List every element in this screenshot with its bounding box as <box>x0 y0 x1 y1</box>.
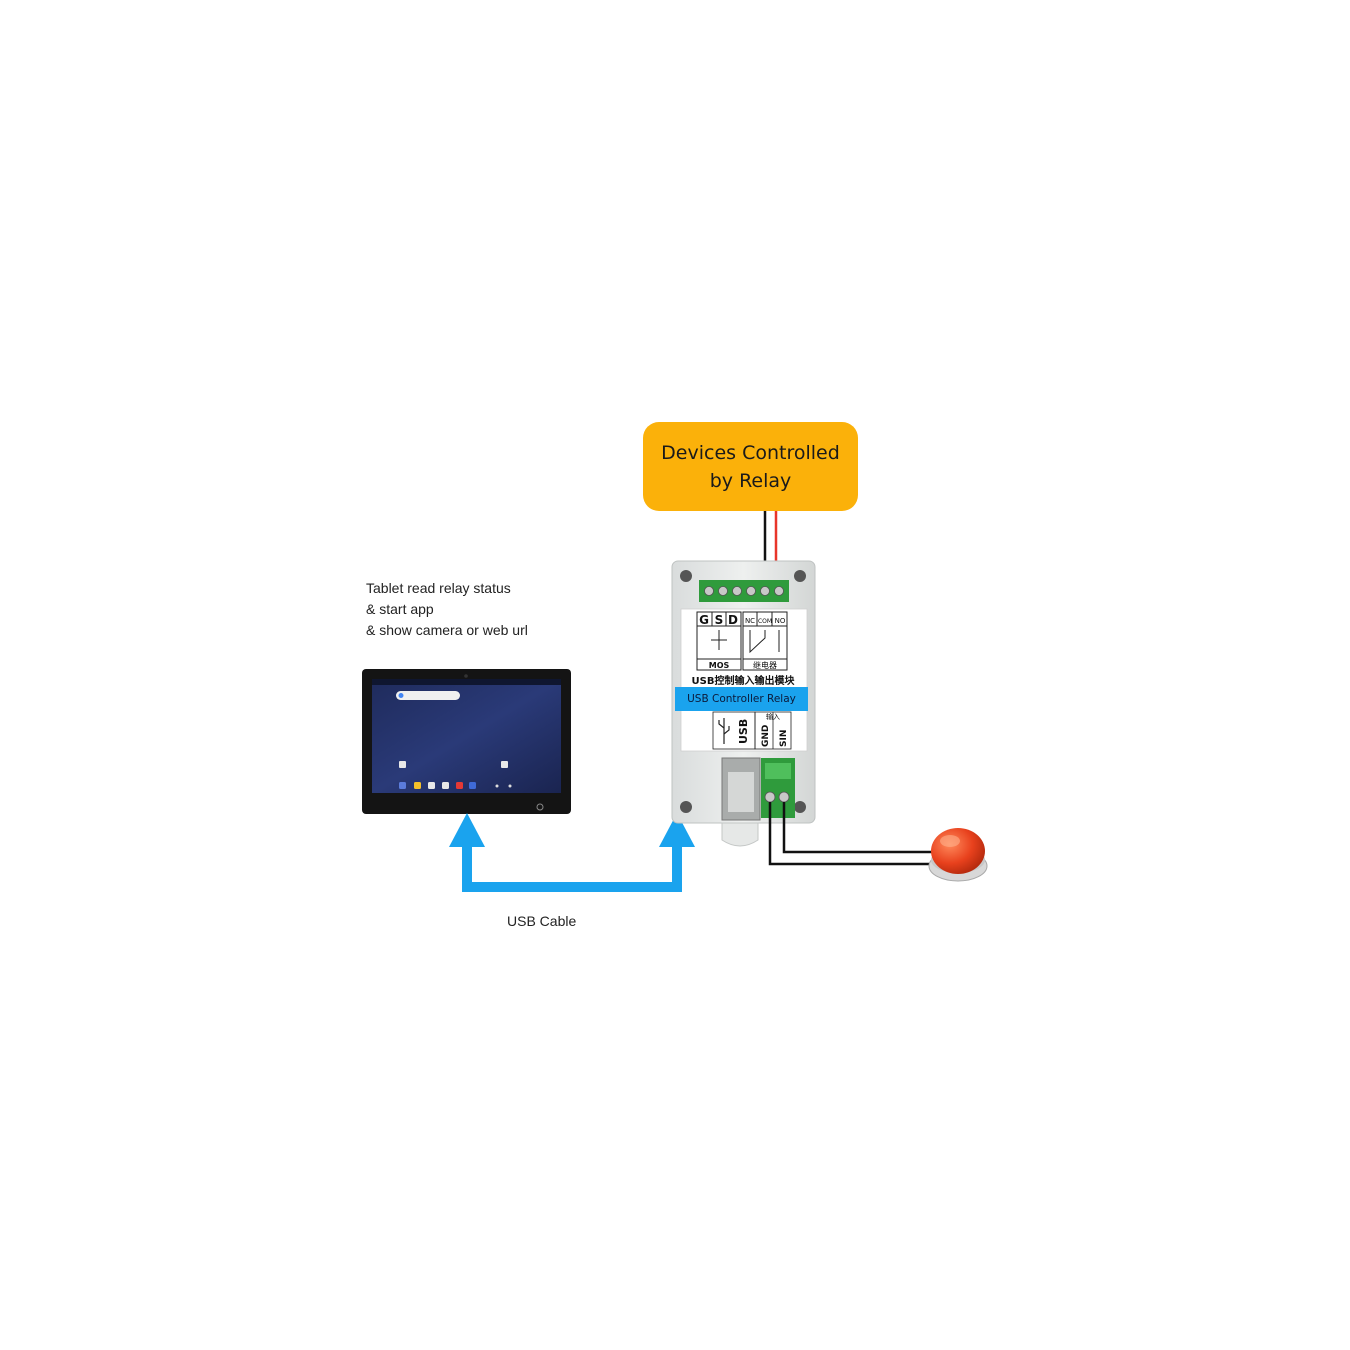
mos-pin-g: G <box>699 613 709 627</box>
usb-cable-label: USB Cable <box>507 913 577 929</box>
relay-pin-no: NO <box>775 617 786 625</box>
usb-icon <box>718 718 730 744</box>
relay-pin-com: COM <box>758 618 772 625</box>
input-label: 输入 <box>766 712 780 721</box>
mos-label: MOS <box>709 661 730 670</box>
tablet-caption: Tablet read relay status & start app & s… <box>366 578 528 641</box>
relay-pin-nc: NC <box>745 617 755 625</box>
usb-arrowheads <box>449 813 695 847</box>
input-wires <box>768 802 933 866</box>
usb-cable-arrow <box>462 843 682 892</box>
usb-controller-relay-banner: USB Controller Relay <box>675 687 808 711</box>
devices-box-line2: by Relay <box>709 469 792 492</box>
module-title: USB控制输入输出模块 <box>692 674 796 687</box>
devices-box-line1: Devices Controlled <box>661 441 840 464</box>
gnd-label: GND <box>761 725 771 747</box>
tablet-icon <box>362 669 571 814</box>
mos-pin-d: D <box>728 613 738 627</box>
mos-pin-s: S <box>715 613 724 627</box>
relay-label: 继电器 <box>753 660 777 670</box>
tablet-caption-line3: & show camera or web url <box>366 622 528 638</box>
tablet-caption-line1: Tablet read relay status <box>366 580 511 596</box>
sin-label: SIN <box>779 730 789 747</box>
push-button-icon <box>928 828 988 882</box>
module-labels: G S D MOS NC COM NO 继电器 USB控制输入输出模块 USB … <box>692 613 796 747</box>
usb-port-label: USB <box>737 719 750 744</box>
tablet-caption-line2: & start app <box>366 601 434 617</box>
devices-controlled-box: Devices Controlled by Relay <box>643 422 858 511</box>
